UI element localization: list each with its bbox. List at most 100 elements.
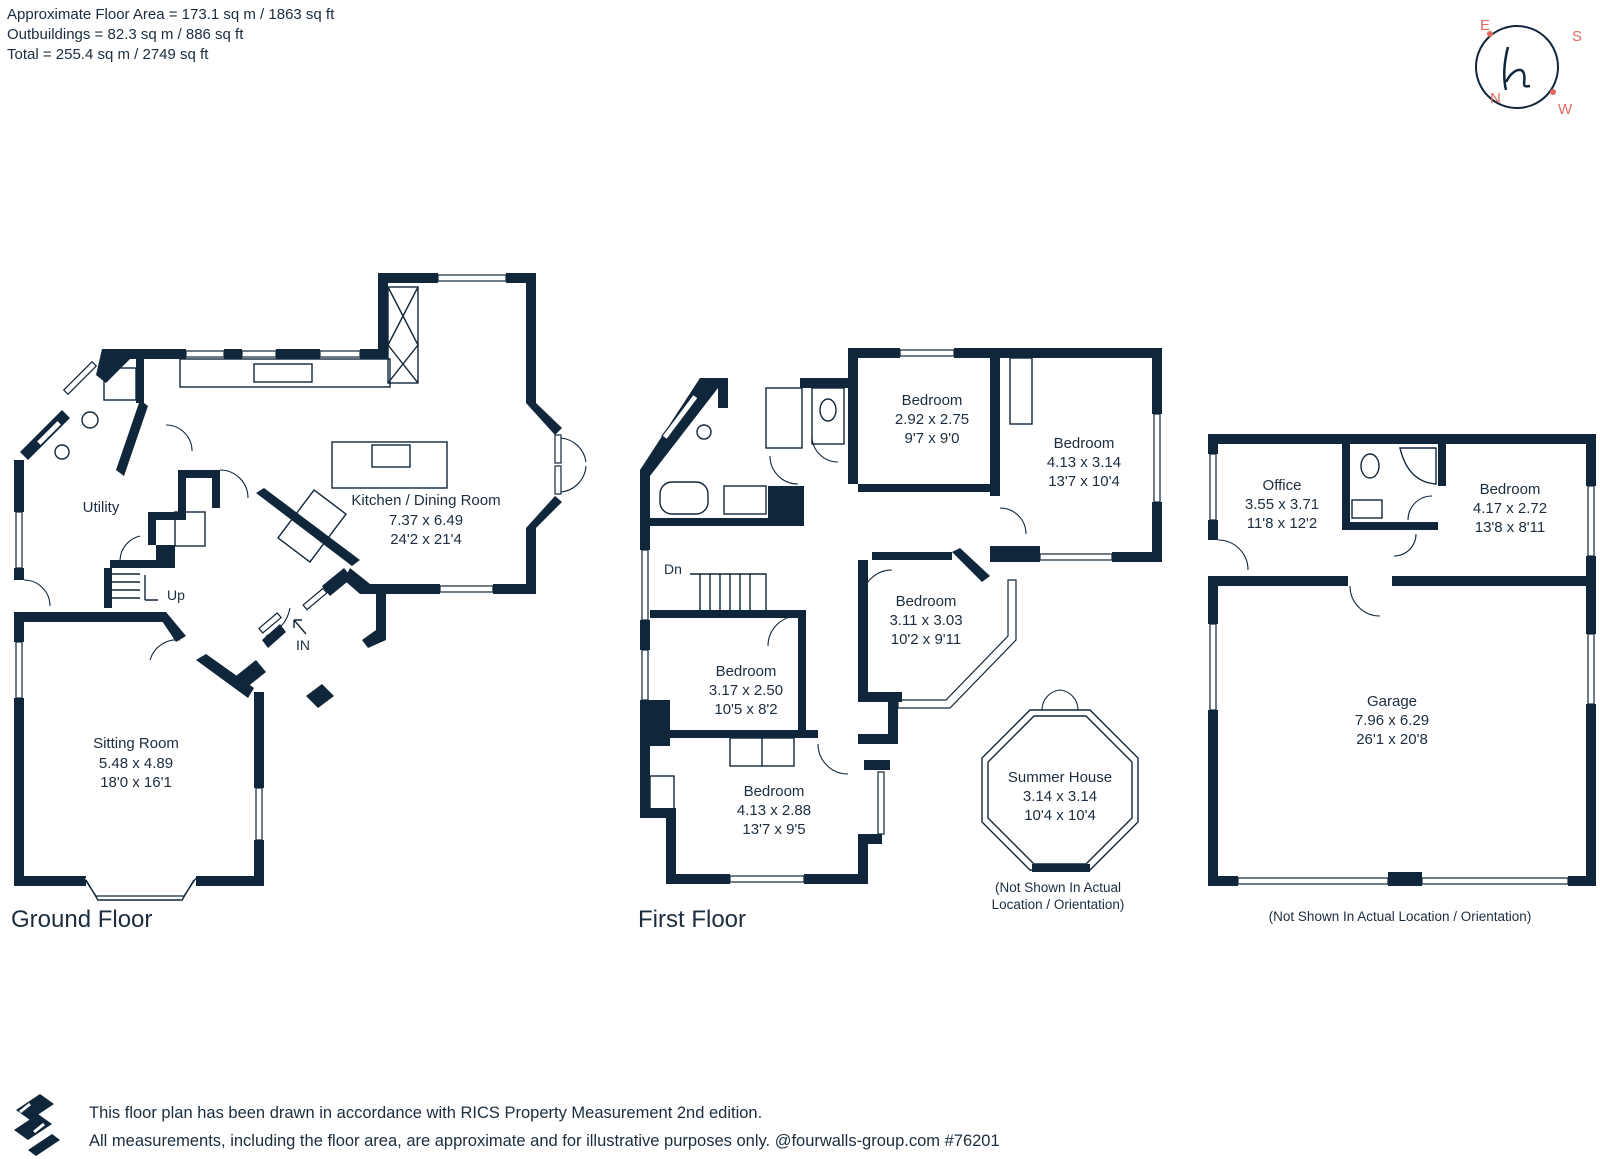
outbuildings-text: Outbuildings = 82.3 sq m / 886 sq ft [7,26,244,43]
wall [110,545,175,568]
wall [1208,576,1218,624]
window [1209,623,1217,711]
wall [804,874,868,884]
utility-label: Utility [83,499,120,516]
kitchen-island [331,441,448,489]
wall [1208,434,1596,444]
back-door-swing [23,579,51,607]
stair-arrow-icon [144,575,158,601]
wall [1208,434,1218,454]
window [241,350,277,358]
kitchen-metric: 7.37 x 6.49 [389,512,463,529]
wall [1152,348,1162,414]
window [15,641,23,699]
door-swing [1217,539,1249,571]
bay-window [83,877,197,897]
door-swing [149,639,181,661]
cupboard [765,387,803,449]
footer-line-1: This floor plan has been drawn in accord… [89,1104,762,1122]
window [319,350,361,358]
wall [848,348,858,484]
bedroom-5-imperial: 13'7 x 9'5 [742,821,805,838]
garage-door [1421,877,1569,885]
wall [666,808,676,884]
wall [526,273,536,403]
wall [212,470,220,508]
bedroom-6-name: Bedroom [1480,481,1541,498]
garage-imperial: 26'1 x 20'8 [1356,731,1428,748]
compass-west-dot-icon [1550,89,1556,95]
wall [1208,520,1218,540]
bedroom-1-imperial: 9'7 x 9'0 [905,430,960,447]
wall [1342,522,1438,530]
wall [178,470,186,512]
wall [14,568,24,580]
wall [130,349,186,359]
door-swing [119,424,249,561]
bedroom-4-metric: 3.17 x 2.50 [709,682,783,699]
bedroom-1-name: Bedroom [902,392,963,409]
h-monogram-icon [1503,46,1531,91]
entrance-label: IN [296,637,310,653]
wall [1388,872,1422,886]
bedroom-2-name: Bedroom [1054,435,1115,452]
wall [254,692,264,788]
wall [1586,576,1596,634]
wall [1568,876,1596,886]
wall [178,470,220,478]
bedroom-1-metric: 2.92 x 2.75 [895,411,969,428]
stairs-icon [112,573,140,599]
wall [378,273,438,283]
window [255,787,263,841]
wall [858,692,902,702]
window [899,349,955,357]
bedroom-6-imperial: 13'8 x 8'11 [1475,519,1546,536]
wardrobe [1009,357,1033,425]
outbuilding-plan: Office 3.55 x 3.71 11'8 x 12'2 Bedroom 4… [1208,434,1596,924]
compass-east-dot-icon [1487,31,1493,37]
floor-area-text: Approximate Floor Area = 173.1 sq m / 18… [7,6,335,23]
wall [256,488,360,566]
wc-room [811,387,845,445]
wall [526,496,562,528]
sitting-room-imperial: 18'0 x 16'1 [100,774,172,791]
summer-house-name: Summer House [1008,769,1112,786]
window [185,350,225,358]
footer: This floor plan has been drawn in accord… [14,1094,1000,1156]
garage-metric: 7.96 x 6.29 [1355,712,1429,729]
wall [640,470,650,550]
first-floor-label: First Floor [638,906,746,933]
garage-door [1237,877,1389,885]
bedroom-6-metric: 4.17 x 2.72 [1473,500,1547,517]
shower-tray [723,485,767,515]
window [729,875,805,883]
porch-pillar [306,684,334,708]
wall [1208,710,1218,886]
basin-icon [54,444,70,460]
wall [858,834,882,844]
bedroom-3-name: Bedroom [896,593,957,610]
office-metric: 3.55 x 3.71 [1245,496,1319,513]
wall [360,349,388,359]
wall [718,378,728,408]
summer-house-note-1: (Not Shown In Actual [995,880,1121,895]
door-swing [1349,585,1381,617]
entrance-arrow-icon [293,619,307,635]
shower-tray [1399,447,1437,485]
wall [640,746,650,818]
stairs-down-label: Dn [664,561,682,577]
bay-window [85,879,195,901]
stairs-icon [690,573,767,610]
summer-house-metric: 3.14 x 3.14 [1023,788,1097,805]
wall [262,624,286,648]
garage-note: (Not Shown In Actual Location / Orientat… [1269,909,1532,924]
wall [848,348,900,358]
window [258,612,282,634]
rooflight [276,489,348,563]
wall [640,700,670,746]
floor-area-summary: Approximate Floor Area = 173.1 sq m / 18… [7,6,335,63]
wall [196,654,254,698]
window [437,274,507,282]
wall [148,512,186,545]
wall [14,698,24,886]
